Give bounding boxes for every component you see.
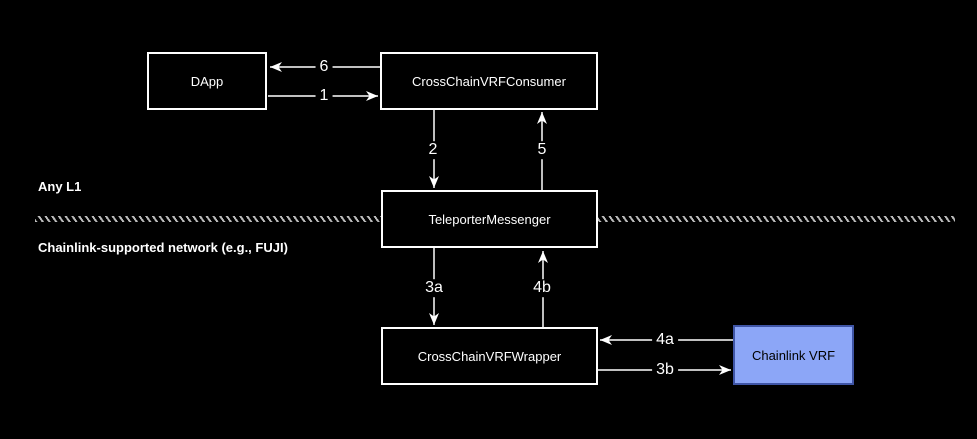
box-crosschainvrfconsumer-label: CrossChainVRFConsumer <box>412 73 566 89</box>
edge-label-6: 6 <box>315 58 333 76</box>
box-dapp-label: DApp <box>190 73 224 89</box>
box-chainlink-vrf: Chainlink VRF <box>733 325 854 385</box>
box-crosschainvrfwrapper-label: CrossChainVRFWrapper <box>417 348 562 364</box>
edge-label-3a: 3a <box>421 279 447 297</box>
edge-label-4b: 4b <box>529 279 555 297</box>
box-crosschainvrfconsumer: CrossChainVRFConsumer <box>380 52 598 110</box>
box-crosschainvrfwrapper: CrossChainVRFWrapper <box>381 327 598 385</box>
box-teleportermessenger: TeleporterMessenger <box>381 190 598 248</box>
region-label-any-l1: Any L1 <box>38 179 82 194</box>
box-teleportermessenger-label: TeleporterMessenger <box>428 211 551 227</box>
edge-label-4a: 4a <box>652 331 678 349</box>
edge-label-1: 1 <box>315 87 333 105</box>
region-label-chainlink-network: Chainlink-supported network (e.g., FUJI) <box>38 240 288 255</box>
edge-label-3b: 3b <box>652 361 678 379</box>
box-dapp: DApp <box>147 52 267 110</box>
box-chainlink-vrf-label: Chainlink VRF <box>751 347 836 363</box>
edge-label-5: 5 <box>533 141 551 159</box>
edge-label-2: 2 <box>424 141 442 159</box>
